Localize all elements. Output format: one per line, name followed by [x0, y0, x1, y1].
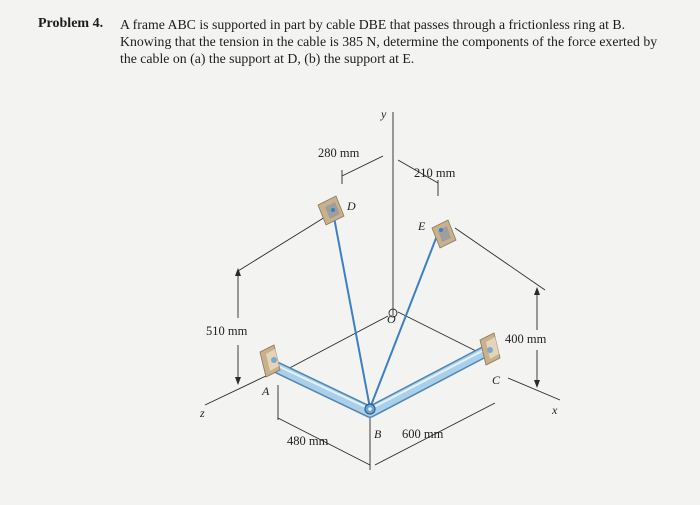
- wall-edge-left: [237, 213, 331, 272]
- support-c: [479, 332, 501, 366]
- dim-210-label: 210 mm: [414, 166, 456, 180]
- origin-label: O: [387, 312, 396, 326]
- cable-segment-bd: [332, 211, 371, 409]
- z-axis-line: [281, 315, 389, 373]
- point-e-label: E: [417, 219, 426, 233]
- ground-z-line: [204, 374, 269, 406]
- dim-280-label: 280 mm: [318, 146, 360, 160]
- point-a-label: A: [261, 384, 270, 398]
- arrow-400-down: [534, 380, 540, 388]
- problem-line-3: the cable on (a) the support at D, (b) t…: [120, 51, 415, 66]
- point-c-label: C: [492, 373, 501, 387]
- x-axis-line: [397, 311, 479, 353]
- dim-480-line: [277, 417, 371, 466]
- problem-label: Problem 4.: [38, 16, 104, 31]
- dim-600-label: 600 mm: [402, 427, 444, 441]
- point-d-label: D: [346, 199, 356, 213]
- origin-marker: [388, 308, 398, 318]
- dim-280-line: [341, 155, 384, 177]
- dim-210-line: [397, 159, 439, 184]
- x-axis-label: x: [551, 403, 558, 417]
- dimension-arrows: [235, 268, 540, 388]
- z-axis-label: z: [199, 406, 205, 420]
- reference-lines: [204, 112, 561, 470]
- problem-line-1: A frame ABC is supported in part by cabl…: [120, 17, 626, 32]
- wall-edge-right: [454, 227, 546, 291]
- dim-600-line: [374, 402, 496, 466]
- point-b-label: B: [374, 427, 382, 441]
- cable-dbe: [332, 211, 441, 409]
- support-e: [431, 219, 457, 249]
- support-a: [259, 344, 281, 378]
- arrow-510-down: [235, 377, 241, 385]
- ring-b: [364, 403, 376, 415]
- dim-400-label: 400 mm: [505, 332, 547, 346]
- problem-statement: A frame ABC is supported in part by cabl…: [120, 16, 680, 67]
- arrow-510-up: [235, 268, 241, 276]
- y-axis-label: y: [380, 107, 387, 121]
- problem-line-2: Knowing that the tension in the cable is…: [120, 34, 658, 49]
- cable-segment-be: [369, 227, 441, 409]
- dim-510-label: 510 mm: [206, 324, 248, 338]
- dim-480-label: 480 mm: [287, 434, 329, 448]
- support-d: [317, 195, 345, 226]
- ground-x-line: [507, 377, 561, 401]
- arrow-400-up: [534, 287, 540, 295]
